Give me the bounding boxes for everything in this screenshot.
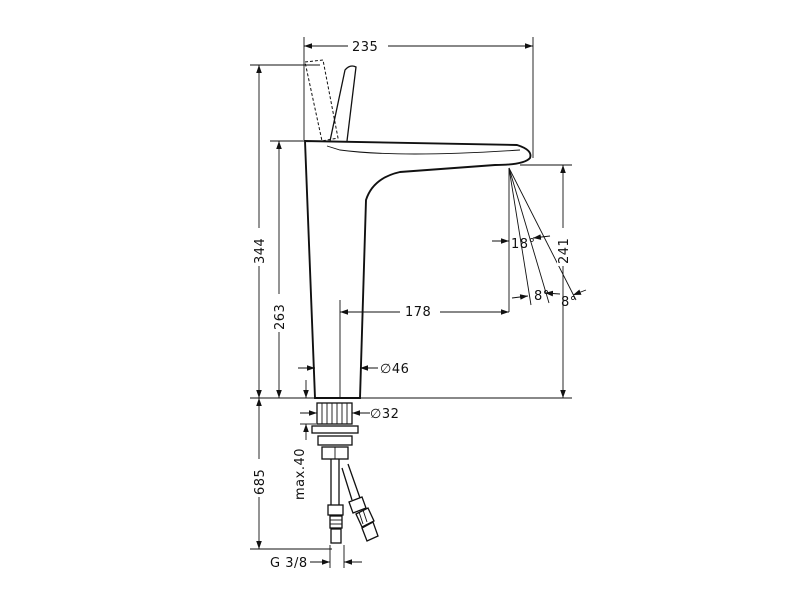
mounting-nut	[317, 435, 353, 446]
dim-body-height: 263	[273, 304, 288, 330]
angle-tertiary-label: 8°	[561, 295, 577, 310]
handle-lever-open-position	[304, 59, 339, 142]
dim-connection-thread: G 3/8	[270, 556, 308, 571]
dim-total-height: 344	[253, 238, 268, 264]
faucet-outline	[304, 59, 532, 544]
dim-max-worktop: max.40	[293, 448, 308, 500]
angle-secondary-label: 8°	[534, 289, 550, 304]
handle-lever	[329, 65, 357, 142]
dim-mounting-depth: 685	[253, 469, 268, 495]
supply-hoses	[327, 459, 379, 544]
faucet-body	[304, 140, 532, 399]
dim-spout-height: 241	[557, 238, 572, 264]
shank-threads	[321, 403, 348, 424]
dimension-labels: 235 344 263 241 178 ∅46 ∅32 685 max.40 G…	[253, 38, 577, 571]
dim-overall-reach: 235	[352, 40, 378, 55]
mounting-washer	[311, 425, 359, 434]
dim-thread-diameter: ∅32	[370, 407, 399, 422]
extension-lines	[250, 37, 572, 550]
dim-spout-reach: 178	[405, 305, 431, 320]
angle-primary-label: 18°	[511, 237, 536, 252]
dim-body-diameter: ∅46	[380, 362, 409, 377]
spout-top-edge	[326, 145, 521, 155]
